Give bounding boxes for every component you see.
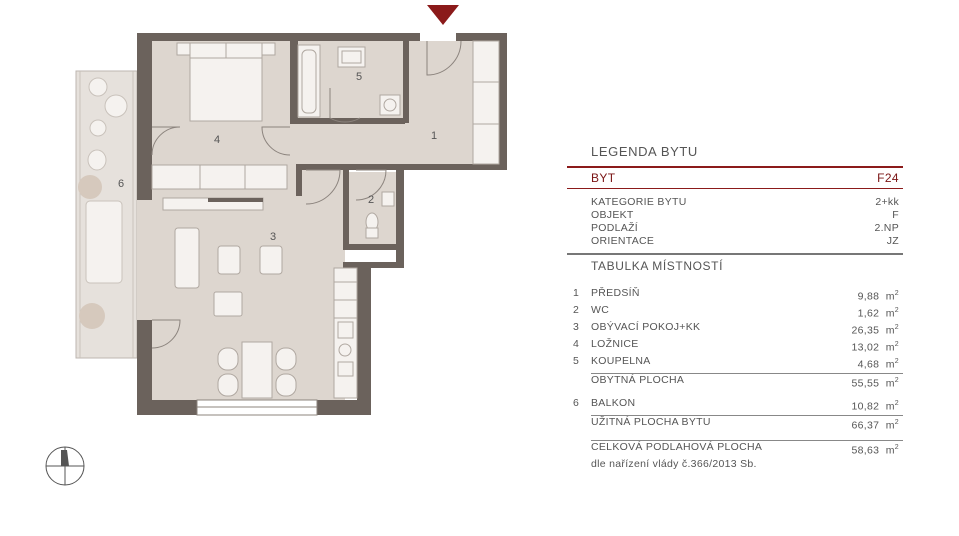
balkon-label: BALKON <box>591 397 636 409</box>
room-name: PŘEDSÍŇ <box>591 287 640 299</box>
legend-title: LEGENDA BYTU <box>591 144 698 159</box>
rooms-table-title: TABULKA MÍSTNOSTÍ <box>591 259 723 273</box>
info-label: ORIENTACE <box>591 235 655 247</box>
table-row: 1 PŘEDSÍŇ 9,88 m2 <box>567 287 903 304</box>
room-label-2: 2 <box>368 194 374 206</box>
info-row: KATEGORIE BYTU 2+kk <box>567 196 903 209</box>
room-name: LOŽNICE <box>591 338 639 350</box>
info-row: ORIENTACE JZ <box>567 235 903 248</box>
room-label-1: 1 <box>431 130 437 142</box>
uzitna-label: UŽITNÁ PLOCHA BYTU <box>591 416 711 428</box>
apartment-id-value: F24 <box>877 171 899 185</box>
table-row: 2 WC 1,62 m2 <box>567 304 903 321</box>
room-name: OBÝVACÍ POKOJ+KK <box>591 321 701 333</box>
info-value: JZ <box>886 235 899 247</box>
floor-plan: 1 2 3 4 5 6 <box>45 5 507 486</box>
room-label-5: 5 <box>356 71 362 83</box>
room-label-4: 4 <box>214 134 220 146</box>
info-label: PODLAŽÍ <box>591 222 639 234</box>
wc-fixtures <box>365 191 395 239</box>
legend-divider <box>567 166 903 168</box>
room-name: KOUPELNA <box>591 355 651 367</box>
apartment-id-row: BYT F24 <box>567 168 903 185</box>
table-row: 5 KOUPELNA 4,68 m2 <box>567 355 903 372</box>
room-labels: 1 2 3 4 5 6 <box>118 71 437 243</box>
apartment-info: KATEGORIE BYTU 2+kk OBJEKT F PODLAŽÍ 2.NP O… <box>567 196 903 248</box>
room-label-3: 3 <box>270 231 276 243</box>
hall-wardrobe <box>472 40 500 165</box>
room-name: WC <box>591 304 610 316</box>
apartment-id-label: BYT <box>591 171 616 185</box>
bathroom-fixtures <box>297 44 401 118</box>
info-row: OBJEKT F <box>567 209 903 222</box>
rooms-table: 1 PŘEDSÍŇ 9,88 m2 2 WC 1,62 m2 3 OBÝVACÍ POKO… <box>567 287 903 470</box>
info-value: 2.NP <box>874 222 899 234</box>
entrance-arrow <box>427 5 459 25</box>
obytna-row: OBYTNÁ PLOCHA 55,55 m2 <box>567 374 903 391</box>
info-value: F <box>892 209 899 221</box>
info-label: OBJEKT <box>591 209 634 221</box>
table-row: 4 LOŽNICE 13,02 m2 <box>567 338 903 355</box>
floor-areas <box>150 40 500 403</box>
room-area: 9,88 m2 <box>857 290 899 303</box>
celkova-label: CELKOVÁ PODLAHOVÁ PLOCHA <box>591 441 763 453</box>
balkon-row: 6 BALKON 10,82 m2 <box>567 397 903 414</box>
windows <box>137 200 318 416</box>
info-divider <box>567 253 903 255</box>
north-compass-icon <box>45 446 85 486</box>
uzitna-row: UŽITNÁ PLOCHA BYTU 66,37 m2 <box>567 416 903 433</box>
info-value: 2+kk <box>875 196 899 208</box>
celkova-row: CELKOVÁ PODLAHOVÁ PLOCHA 58,63 m2 <box>567 441 903 458</box>
doors <box>151 40 462 349</box>
info-row: PODLAŽÍ 2.NP <box>567 222 903 235</box>
room-num: 2 <box>573 304 580 316</box>
obytna-value: 55,55 m2 <box>851 377 899 390</box>
info-label: KATEGORIE BYTU <box>591 196 687 208</box>
room-num: 1 <box>573 287 580 299</box>
room-area: 13,02 m2 <box>851 341 899 354</box>
apartment-id-divider <box>567 188 903 189</box>
room-num: 3 <box>573 321 580 333</box>
balkon-value: 10,82 m2 <box>851 400 899 413</box>
room-area: 26,35 m2 <box>851 324 899 337</box>
room-num: 6 <box>573 397 580 409</box>
balcony <box>75 70 138 359</box>
room-area: 1,62 m2 <box>857 307 899 320</box>
room-num: 5 <box>573 355 580 367</box>
obytna-label: OBYTNÁ PLOCHA <box>591 374 685 386</box>
celkova-value: 58,63 m2 <box>851 444 899 457</box>
uzitna-value: 66,37 m2 <box>851 419 899 432</box>
room-num: 4 <box>573 338 580 350</box>
sum-divider <box>591 373 903 374</box>
bedroom-furniture <box>151 42 288 190</box>
living-furniture <box>162 197 358 399</box>
room-area: 4,68 m2 <box>857 358 899 371</box>
regulation-note: dle nařízení vlády č.366/2013 Sb. <box>591 458 757 470</box>
sum-divider <box>591 440 903 441</box>
sum-divider <box>591 415 903 416</box>
room-label-6: 6 <box>118 178 124 190</box>
table-row: 3 OBÝVACÍ POKOJ+KK 26,35 m2 <box>567 321 903 338</box>
